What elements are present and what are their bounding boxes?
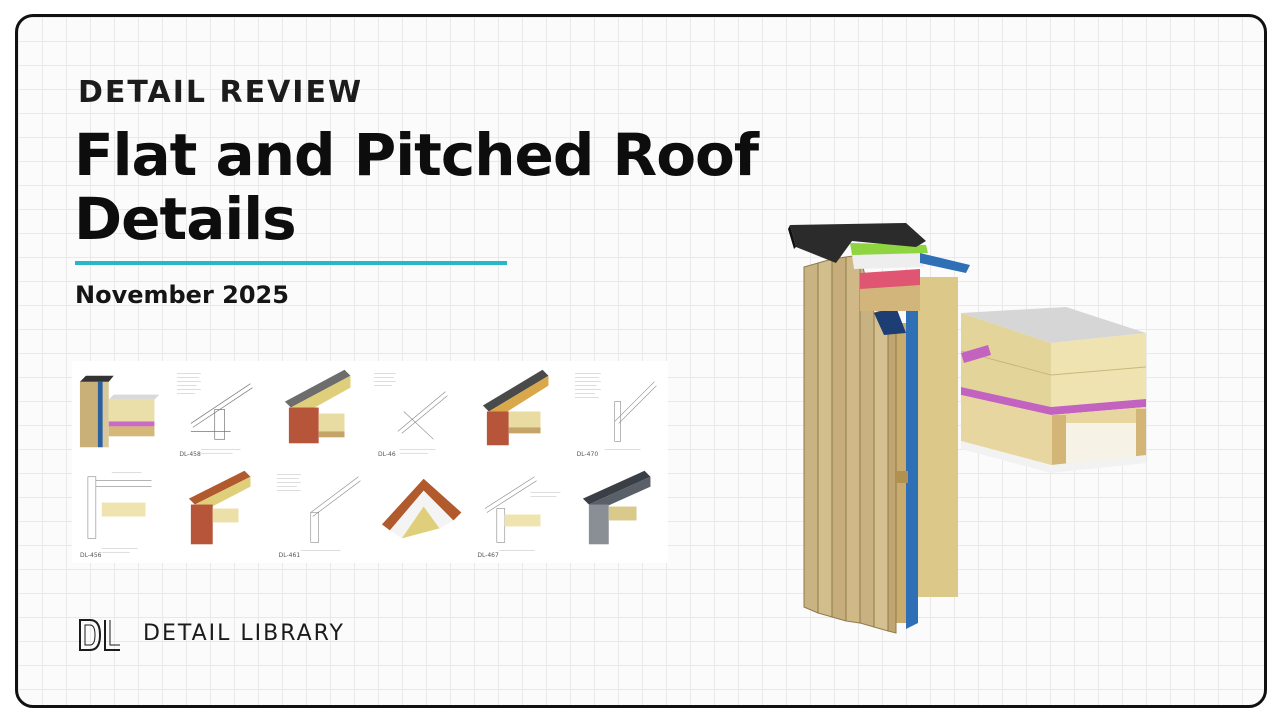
thumbnail-pitched-roof-eaves [469, 361, 568, 462]
publication-date: November 2025 [75, 281, 289, 309]
thumbnail-code: DL-46 [378, 451, 396, 458]
thumbnail-standing-seam-eaves [569, 462, 668, 563]
thumbnail-detail-drawing: DL-46 [370, 361, 469, 462]
thumbnail-code: DL-461 [278, 552, 301, 559]
hero-roof-detail-illustration [766, 203, 1166, 643]
thumbnail-code: DL-470 [576, 451, 599, 458]
thumbnail-detail-drawing: DL-470 [569, 361, 668, 462]
thumbnail-ridge-rafters [370, 462, 469, 563]
thumbnail-detail-drawing: DL-461 [271, 462, 370, 563]
brand-name: DETAIL LIBRARY [143, 621, 345, 646]
thumbnail-code: DL-458 [179, 451, 201, 458]
thumbnail-pitched-roof-eaves [271, 361, 370, 462]
thumbnail-tiled-roof-eaves [171, 462, 270, 563]
thumbnail-detail-drawing: DL-467 [469, 462, 568, 563]
kicker-label: DETAIL REVIEW [78, 75, 364, 110]
thumbnail-code: DL-467 [477, 552, 499, 559]
slide-frame: DETAIL REVIEW Flat and Pitched Roof Deta… [15, 14, 1267, 708]
thumbnail-flat-roof-timber-wall [72, 361, 171, 462]
thumbnail-detail-drawing: DL-458 [171, 361, 270, 462]
thumbnail-detail-drawing: DL-456 [72, 462, 171, 563]
dl-logo-mark-icon [79, 619, 120, 651]
title-underline [75, 261, 507, 265]
thumbnail-code: DL-456 [80, 552, 102, 559]
detail-thumbnail-grid: DL-458 [72, 361, 668, 563]
page-title: Flat and Pitched Roof Details [74, 121, 759, 253]
